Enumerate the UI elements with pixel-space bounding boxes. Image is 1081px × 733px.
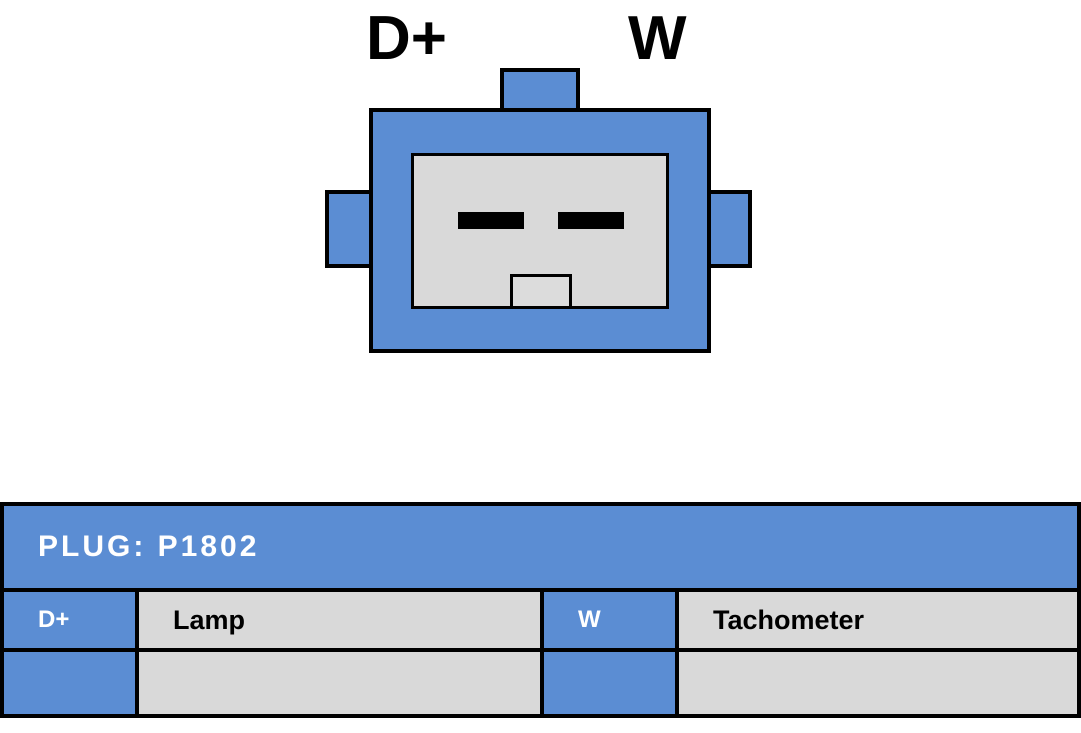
pin-slot-dplus — [458, 212, 524, 229]
pin-slot-w — [558, 212, 624, 229]
plug-right-tab — [706, 190, 752, 268]
table-row: D+ Lamp W Tachometer — [0, 588, 1081, 652]
plug-info-table: PLUG: P1802 D+ Lamp W Tachometer — [0, 502, 1081, 718]
pin-label-dplus: D+ — [366, 4, 447, 73]
desc-cell-empty-1 — [135, 648, 544, 718]
pin-cell-w: W — [540, 588, 679, 652]
plug-socket — [411, 153, 669, 309]
connector-diagram: D+ W — [325, 4, 752, 353]
plug-left-tab — [325, 190, 375, 268]
plug-title: PLUG: P1802 — [0, 502, 1081, 592]
pin-cell-dplus: D+ — [0, 588, 139, 652]
plug-keying-notch — [510, 274, 572, 309]
pin-label-w: W — [628, 4, 687, 73]
desc-cell-lamp: Lamp — [135, 588, 544, 652]
desc-cell-tachometer: Tachometer — [675, 588, 1081, 652]
pin-cell-empty-2 — [540, 648, 679, 718]
plug-body — [369, 108, 711, 353]
pin-cell-empty-1 — [0, 648, 139, 718]
desc-cell-empty-2 — [675, 648, 1081, 718]
table-row — [0, 648, 1081, 718]
table-header-row: PLUG: P1802 — [0, 502, 1081, 592]
